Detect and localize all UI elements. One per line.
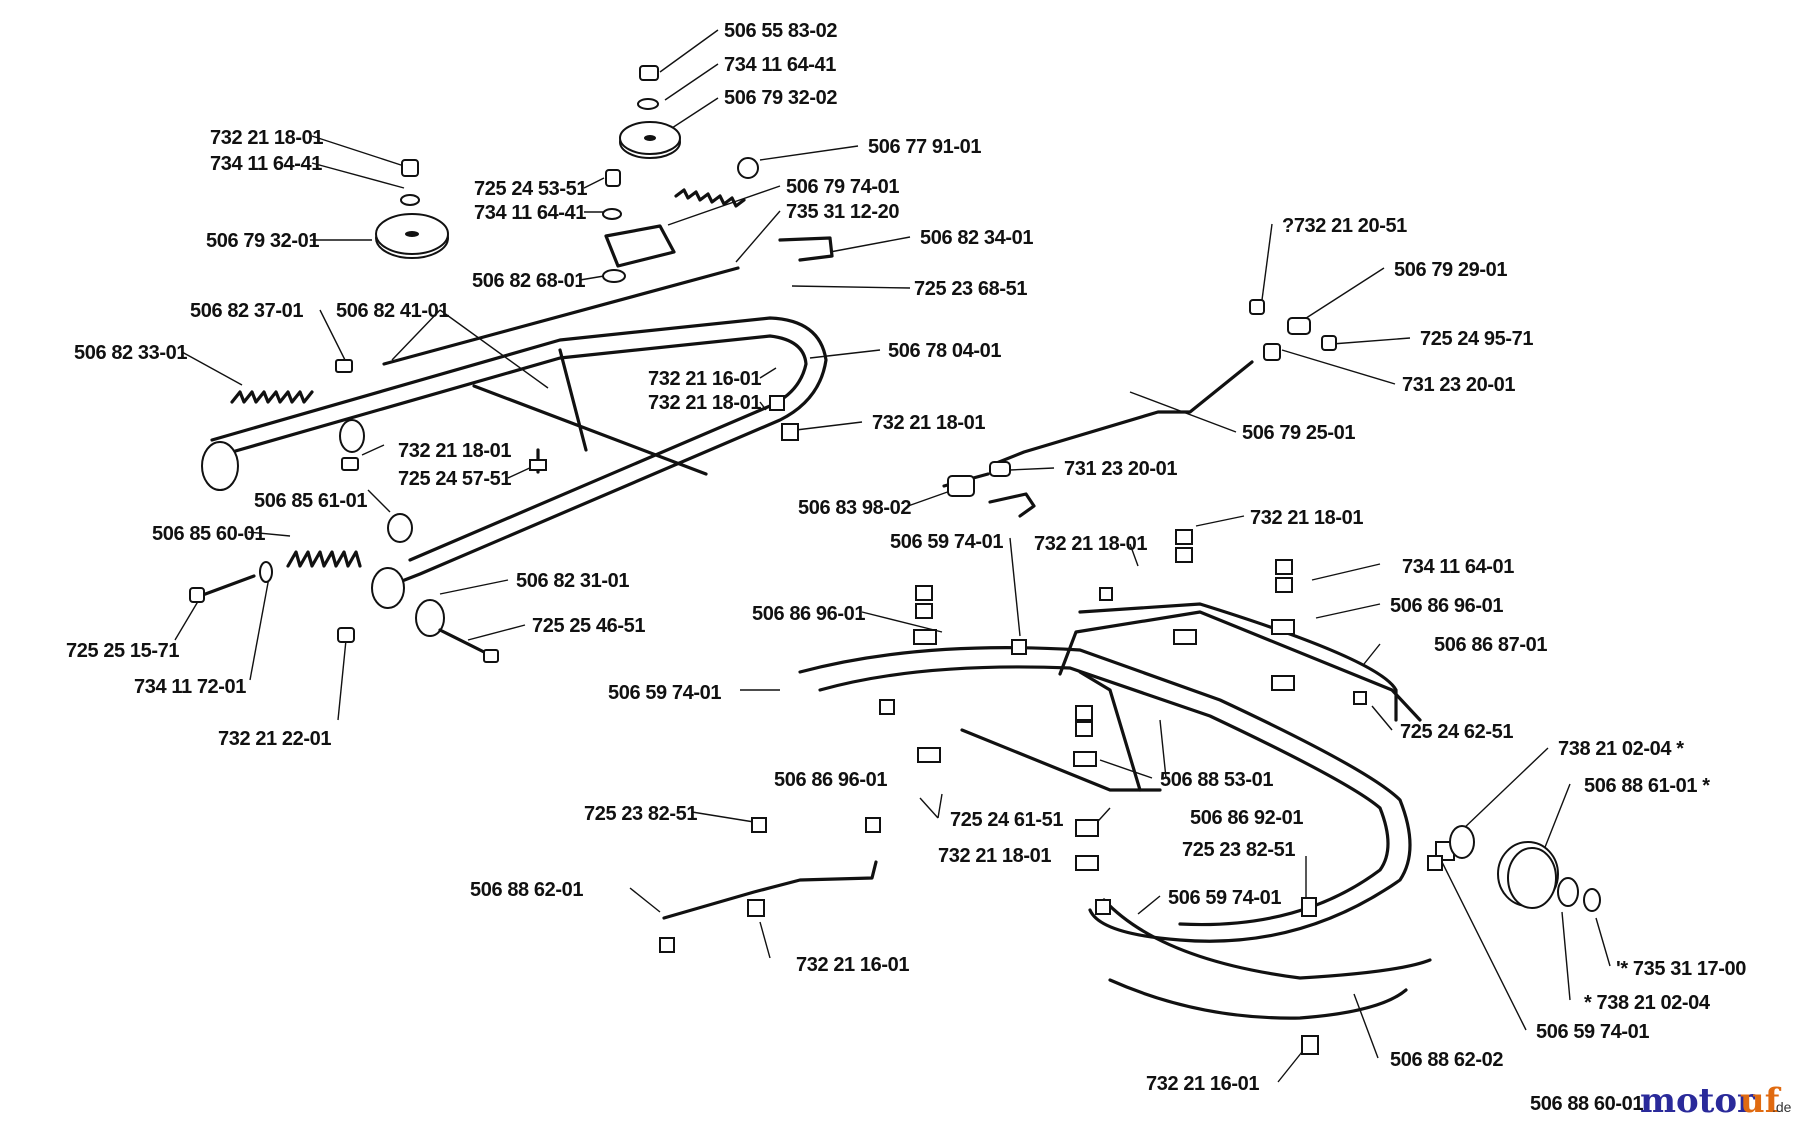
part-label: 732 21 16-01: [648, 368, 761, 390]
part-label: 506 79 29-01: [1394, 259, 1507, 281]
part-label: 738 21 02-04 *: [1558, 738, 1684, 760]
watermark-logo: motor uf .de: [1640, 1081, 1792, 1121]
part-label: 506 77 91-01: [868, 136, 981, 158]
part-label: 725 23 68-51: [914, 278, 1027, 300]
part-label: 506 88 61-01 *: [1584, 775, 1710, 797]
part-labels: 506 55 83-02 734 11 64-41 506 79 32-02 5…: [66, 20, 1747, 1095]
part-label: '* 735 31 17-00: [1616, 958, 1746, 980]
footer-part-label: 506 88 60-01: [1530, 1093, 1643, 1115]
part-label: 506 86 96-01: [752, 603, 865, 625]
part-label: 732 21 18-01: [1034, 533, 1147, 555]
part-label: 725 24 57-51: [398, 468, 511, 490]
part-label: 734 11 64-41: [474, 202, 586, 224]
part-label: 506 88 62-01: [470, 879, 583, 901]
part-label: 506 82 68-01: [472, 270, 585, 292]
part-label: 732 21 16-01: [796, 954, 909, 976]
part-label: 506 88 53-01: [1160, 769, 1273, 791]
part-label: 506 55 83-02: [724, 20, 837, 42]
part-label: 506 82 41-01: [336, 300, 449, 322]
part-label: 725 23 82-51: [584, 803, 697, 825]
watermark-brand-b: uf: [1740, 1081, 1782, 1121]
watermark-brand-a: motor: [1640, 1081, 1756, 1121]
part-label: 506 82 34-01: [920, 227, 1033, 249]
part-label: 725 24 61-51: [950, 809, 1063, 831]
part-label: 506 86 96-01: [774, 769, 887, 791]
part-label: 506 79 74-01: [786, 176, 899, 198]
part-label: 506 79 32-01: [206, 230, 319, 252]
part-label: 725 25 46-51: [532, 615, 645, 637]
part-label: 506 79 32-02: [724, 87, 837, 109]
part-label: 506 59 74-01: [890, 531, 1003, 553]
part-label: 506 85 61-01: [254, 490, 367, 512]
part-label: 734 11 64-41: [210, 153, 322, 175]
part-label: 732 21 18-01: [210, 127, 323, 149]
part-label: 732 21 18-01: [648, 392, 761, 414]
part-label: 731 23 20-01: [1402, 374, 1515, 396]
part-label: 725 23 82-51: [1182, 839, 1295, 861]
part-label: 732 21 16-01: [1146, 1073, 1259, 1095]
part-label: 506 59 74-01: [608, 682, 721, 704]
part-label: 506 59 74-01: [1536, 1021, 1649, 1043]
part-label: * 738 21 02-04: [1584, 992, 1711, 1014]
part-label: 506 88 62-02: [1390, 1049, 1503, 1071]
part-label: 732 21 22-01: [218, 728, 331, 750]
part-label: 506 78 04-01: [888, 340, 1001, 362]
part-label: 725 25 15-71: [66, 640, 179, 662]
part-label: 732 21 18-01: [872, 412, 985, 434]
part-label: 735 31 12-20: [786, 201, 899, 223]
part-label: 731 23 20-01: [1064, 458, 1177, 480]
part-label: 506 85 60-01: [152, 523, 265, 545]
watermark-tld: .de: [1772, 1099, 1792, 1115]
part-label: 506 59 74-01: [1168, 887, 1281, 909]
part-label: 725 24 53-51: [474, 178, 587, 200]
part-label: 506 86 96-01: [1390, 595, 1503, 617]
part-label: 732 21 18-01: [398, 440, 511, 462]
part-label: 506 82 31-01: [516, 570, 629, 592]
part-label: 725 24 95-71: [1420, 328, 1533, 350]
part-label: 734 11 64-41: [724, 54, 836, 76]
part-label: 725 24 62-51: [1400, 721, 1513, 743]
part-label: 734 11 72-01: [134, 676, 246, 698]
part-label: 734 11 64-01: [1402, 556, 1514, 578]
part-label: 506 86 87-01: [1434, 634, 1547, 656]
part-label: 506 83 98-02: [798, 497, 911, 519]
part-label: 506 82 33-01: [74, 342, 187, 364]
part-label: ?732 21 20-51: [1282, 215, 1407, 237]
part-label: 506 82 37-01: [190, 300, 303, 322]
part-label: 732 21 18-01: [1250, 507, 1363, 529]
part-label: 732 21 18-01: [938, 845, 1051, 867]
parts-drawing: [189, 65, 1601, 1055]
part-label: 506 79 25-01: [1242, 422, 1355, 444]
part-label: 506 86 92-01: [1190, 807, 1303, 829]
